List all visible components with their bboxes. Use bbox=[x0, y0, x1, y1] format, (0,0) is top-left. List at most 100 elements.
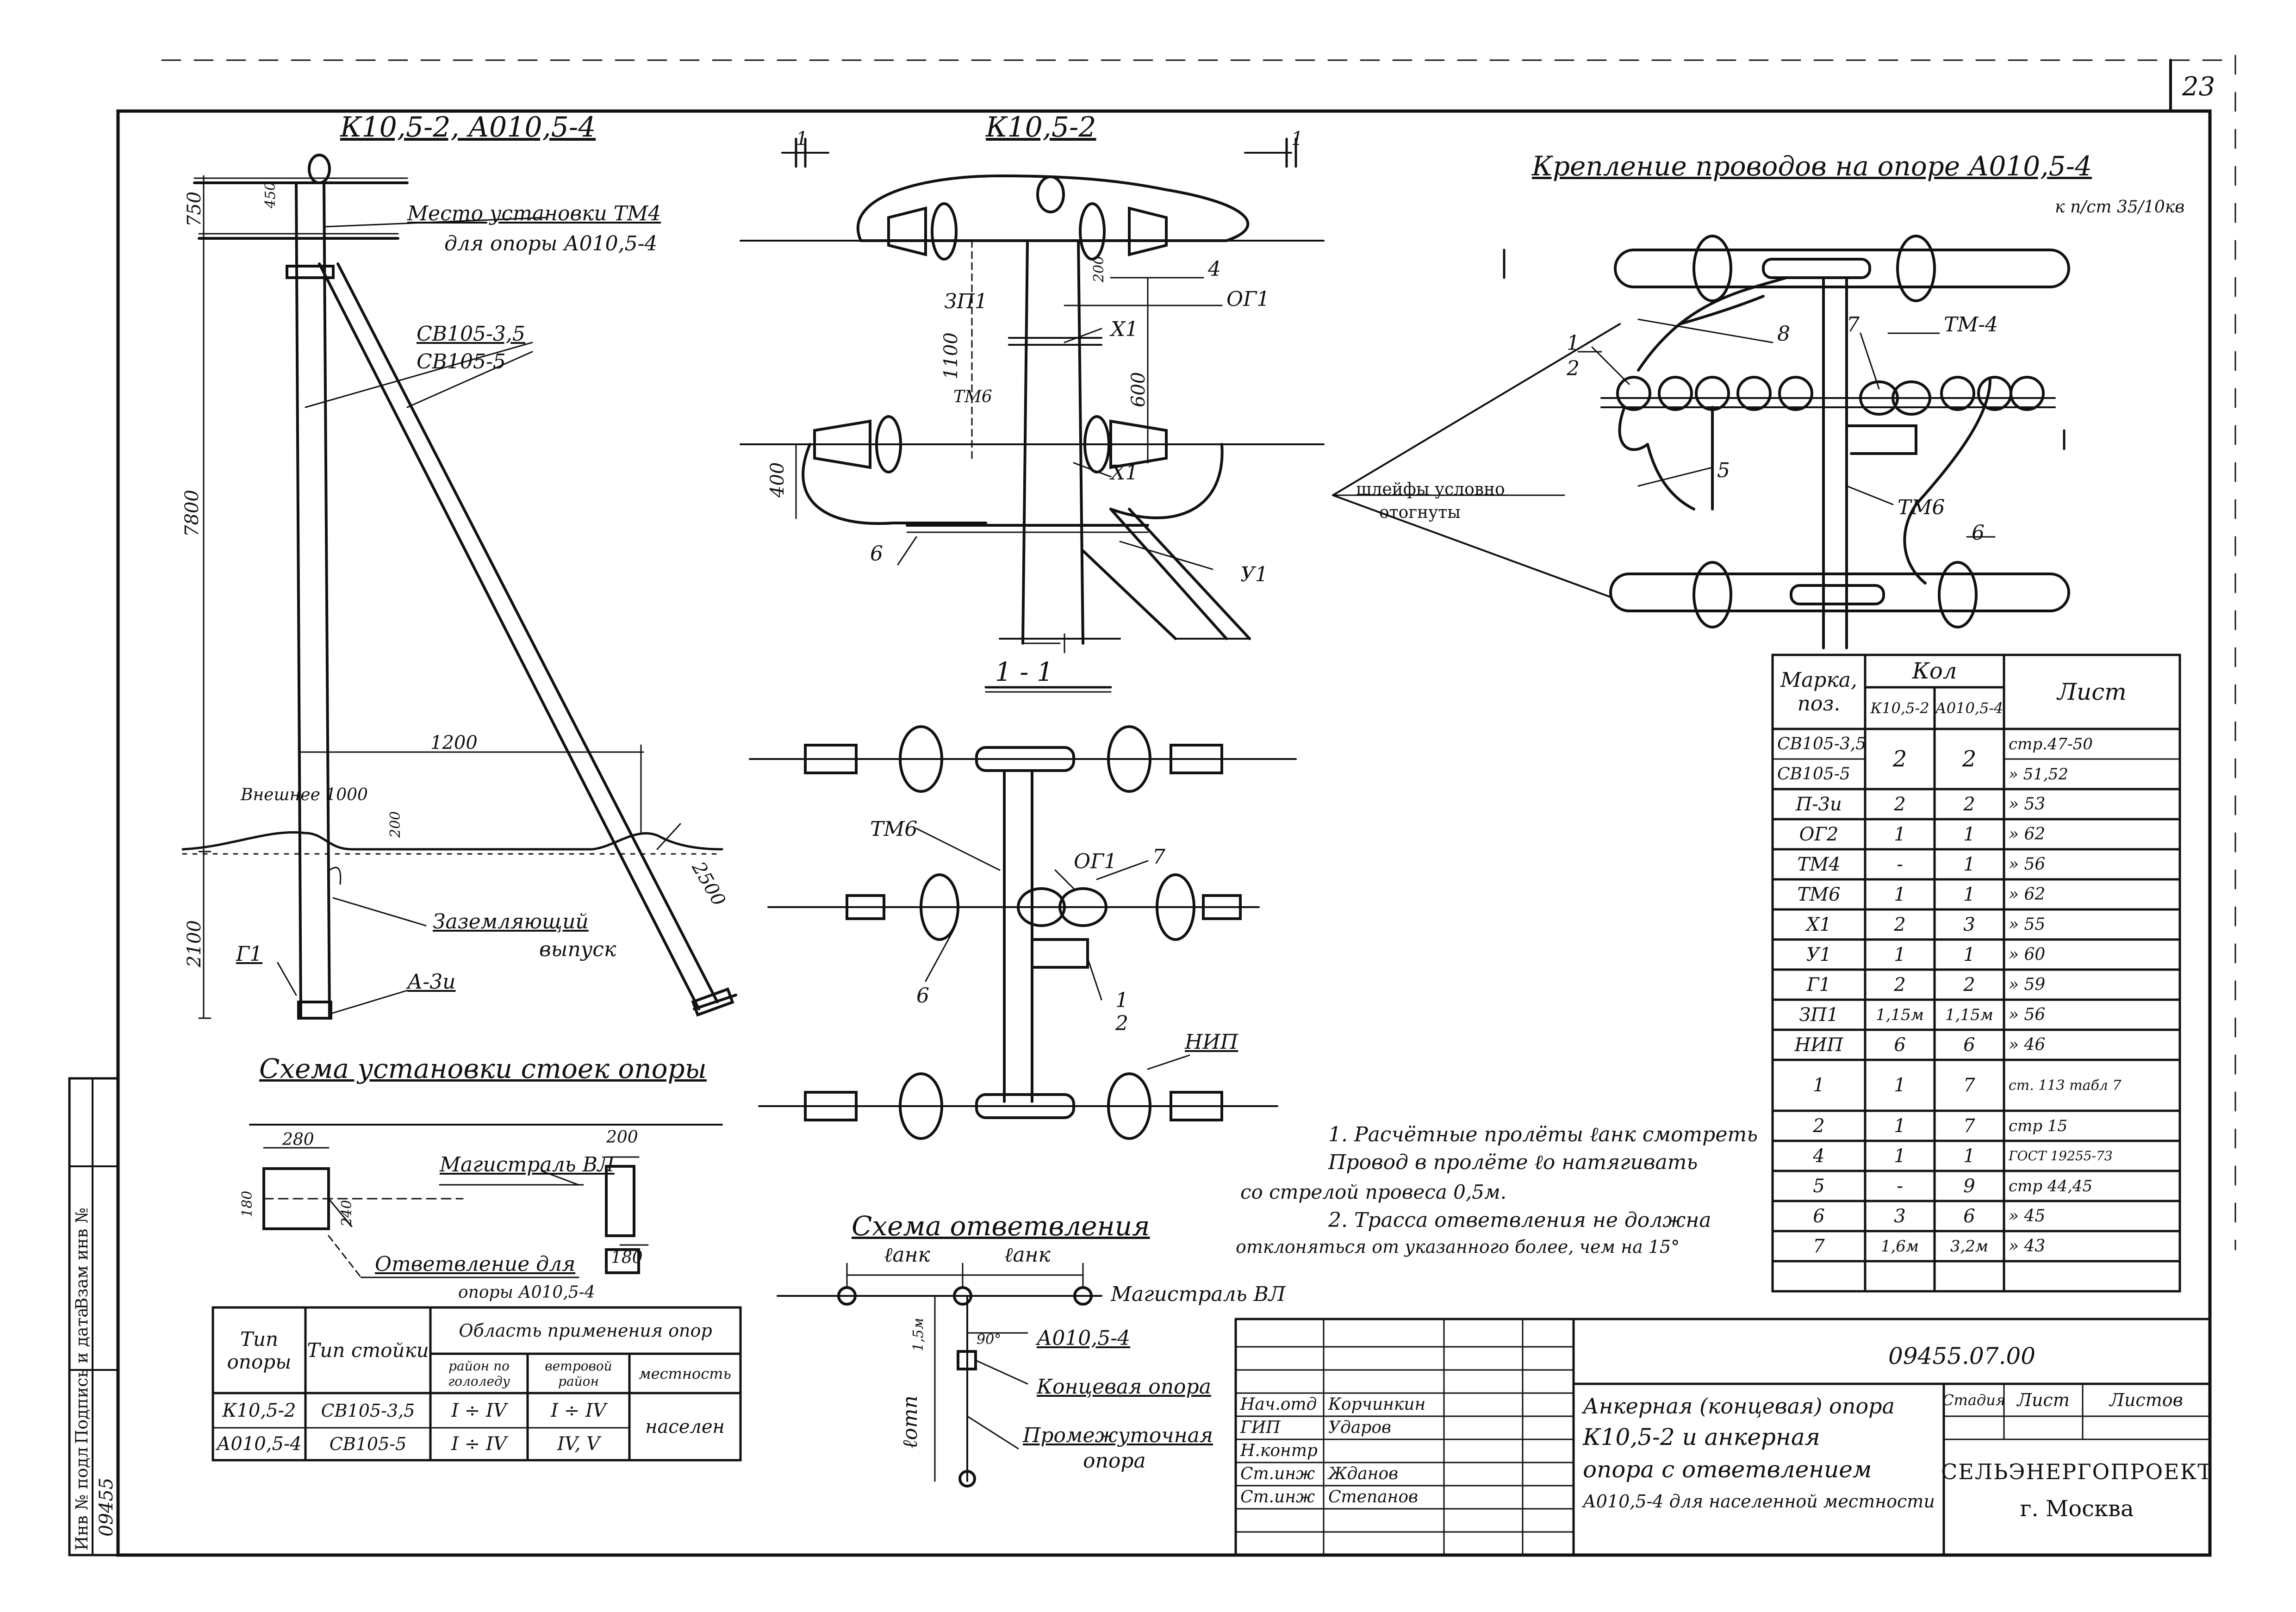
stamp-number: 09455 bbox=[96, 1477, 117, 1537]
note-line-5: отклоняться от указанного более, чем на … bbox=[1236, 1237, 1680, 1257]
dim-280: 280 bbox=[282, 1130, 314, 1149]
type-header-terrain: местность bbox=[639, 1364, 731, 1382]
org-city: г. Москва bbox=[2020, 1496, 2134, 1522]
installation-title: Схема установки стоек опоры bbox=[259, 1053, 707, 1084]
spec-sheet: » 53 bbox=[2009, 795, 2046, 814]
g1-label: Г1 bbox=[236, 942, 263, 966]
lotn-label: ℓотп bbox=[898, 1395, 922, 1449]
mark-2-section: 2 bbox=[1115, 1012, 1128, 1035]
spec-qty-k: 2 bbox=[1892, 746, 1907, 772]
spec-qty-k: 1 bbox=[1894, 944, 1906, 965]
dim-180-left: 180 bbox=[239, 1190, 255, 1217]
side-stamp-frame bbox=[68, 1077, 119, 1556]
spec-mark: У1 bbox=[1806, 944, 1832, 965]
spec-mark: ОГ2 bbox=[1799, 823, 1839, 845]
spec-qty-k: 1 bbox=[1894, 1145, 1906, 1167]
drawing-code: 09455.07.00 bbox=[1888, 1343, 2036, 1369]
dim-400: 400 bbox=[767, 462, 788, 498]
section-view-lines bbox=[749, 686, 1297, 1140]
signature-role: Ст.инж bbox=[1240, 1488, 1315, 1506]
dim-1200: 1200 bbox=[430, 732, 478, 753]
lanh-2: ℓанк bbox=[1004, 1243, 1051, 1267]
spec-qty-a: 7 bbox=[1963, 1115, 1975, 1137]
spec-sheet: » 56 bbox=[2009, 855, 2046, 874]
spec-mark: 5 bbox=[1813, 1175, 1825, 1197]
spec-sheet: стр.47-50 bbox=[2009, 734, 2093, 753]
dim-750: 750 bbox=[184, 191, 205, 227]
spec-qty-k: - bbox=[1897, 1175, 1903, 1197]
y1-label: У1 bbox=[1240, 563, 1268, 586]
nip-label: НИП bbox=[1185, 1030, 1238, 1054]
spec-sheet: » 45 bbox=[2009, 1207, 2046, 1226]
tm6-label-section: ТМ6 bbox=[870, 817, 918, 841]
spec-mark: 1 bbox=[1813, 1075, 1825, 1096]
front-view-title: К10,5-2 bbox=[986, 111, 1096, 143]
mark-6-front: 6 bbox=[870, 542, 883, 566]
spec-qty-k: 2 bbox=[1894, 974, 1906, 996]
angle-90: 90° bbox=[977, 1332, 1002, 1348]
mainline-label-branch: Магистраль ВЛ bbox=[1111, 1282, 1286, 1306]
stamp-inv-orig: Инв № подл bbox=[73, 1447, 92, 1550]
spec-sheet: » 59 bbox=[2009, 975, 2046, 994]
pole-elevation-lines bbox=[181, 154, 737, 1020]
dim-450: 450 bbox=[262, 181, 279, 208]
type-header-stand: Тип стойки bbox=[307, 1339, 429, 1362]
mainline-label-install: Магистраль ВЛ bbox=[440, 1153, 615, 1176]
title-block-grid bbox=[1234, 1318, 2211, 1556]
ground-text: Внешнее 1000 bbox=[241, 785, 368, 804]
dim-200-small: 200 bbox=[387, 811, 404, 838]
lanh-1: ℓанк bbox=[884, 1243, 930, 1267]
spec-mark: НИП bbox=[1794, 1034, 1843, 1056]
spec-qty-k: 1 bbox=[1894, 884, 1906, 905]
type-header-ice: район по гололеду bbox=[448, 1358, 510, 1389]
spec-header-k: К10,5-2 bbox=[1870, 699, 1929, 717]
spec-mark: 7 bbox=[1813, 1235, 1825, 1257]
fastening-title: Крепление проводов на опоре А010,5-4 bbox=[1532, 150, 2092, 182]
spec-qty-a: 1 bbox=[1963, 944, 1975, 965]
type-header-wind: ветровой район bbox=[545, 1358, 612, 1389]
installation-scheme-lines bbox=[249, 1124, 723, 1278]
spec-qty-k: 2 bbox=[1894, 914, 1906, 935]
spec-qty-k: 6 bbox=[1894, 1034, 1906, 1056]
branch-label-2: опоры А010,5-4 bbox=[458, 1283, 595, 1302]
type-cell-stand: СВ105-5 bbox=[329, 1434, 407, 1454]
spec-qty-k: 1,15м bbox=[1876, 1005, 1924, 1024]
spec-sheet: ст. 113 табл 7 bbox=[2009, 1077, 2122, 1094]
mark-2-fastening: 2 bbox=[1567, 357, 1580, 380]
spec-qty-a: 1 bbox=[1963, 1145, 1975, 1167]
spec-qty-k: 1 bbox=[1894, 1075, 1906, 1096]
spec-sheet: » 43 bbox=[2009, 1237, 2046, 1256]
spec-qty-k: 3 bbox=[1894, 1205, 1906, 1227]
spec-qty-a: 1 bbox=[1963, 823, 1975, 845]
spec-qty-a: 1 bbox=[1963, 884, 1975, 905]
spec-qty-a: 3,2м bbox=[1950, 1237, 1989, 1256]
spec-mark: Г1 bbox=[1807, 974, 1831, 996]
spec-mark: ТМ6 bbox=[1797, 884, 1841, 905]
page-number: 23 bbox=[2182, 72, 2215, 102]
front-view-lines bbox=[740, 137, 1325, 654]
og1-label-section: ОГ1 bbox=[1074, 850, 1117, 873]
mark-8-fastening: 8 bbox=[1777, 322, 1790, 346]
spec-qty-k: 2 bbox=[1894, 793, 1906, 815]
stamp-replace-inv: Взам инв № bbox=[73, 1207, 92, 1310]
type-cell-stand: СВ105-3,5 bbox=[321, 1400, 415, 1421]
spec-sheet: » 51,52 bbox=[2009, 765, 2068, 784]
spec-mark: П-3и bbox=[1796, 793, 1842, 815]
dim-600: 600 bbox=[1128, 372, 1149, 407]
spec-mark: СВ105-5 bbox=[1777, 765, 1850, 784]
type-cell-wind: I ÷ IV bbox=[551, 1400, 606, 1421]
tm6-label-fastening: ТМ6 bbox=[1898, 496, 1945, 519]
type-cell-ice: I ÷ IV bbox=[451, 1400, 507, 1421]
signature-role: Н.контр bbox=[1240, 1441, 1318, 1460]
loops-note-2: отогнуты bbox=[1379, 503, 1461, 522]
section-mark-left: 1 bbox=[796, 128, 808, 149]
dim-200-front: 200 bbox=[1091, 255, 1107, 282]
spec-mark: ЗП1 bbox=[1799, 1004, 1839, 1026]
sheets-header: Листов bbox=[2109, 1390, 2183, 1410]
a3u-label: А-3и bbox=[407, 970, 456, 994]
mark-7-section: 7 bbox=[1152, 845, 1165, 869]
spec-qty-a: 6 bbox=[1963, 1205, 1975, 1227]
signature-role: ГИП bbox=[1240, 1418, 1281, 1437]
dim-1100: 1100 bbox=[940, 332, 962, 380]
note-line-1: 1. Расчётные пролёты ℓанк смотреть bbox=[1328, 1123, 1758, 1146]
